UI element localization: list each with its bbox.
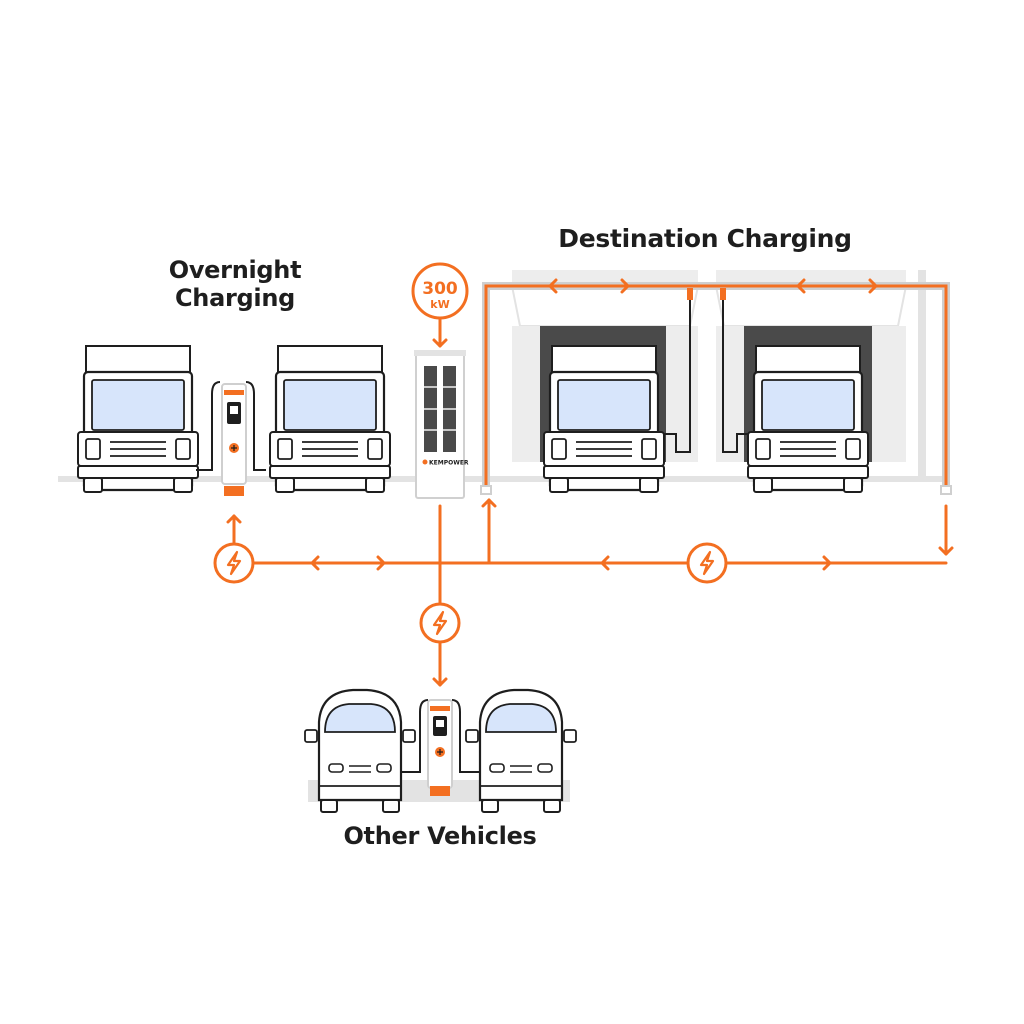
truck-icon bbox=[76, 344, 200, 494]
overhead-frame bbox=[480, 282, 952, 495]
lightning-icon bbox=[213, 542, 255, 584]
overnight-line-2: Charging bbox=[174, 284, 295, 313]
brand-label: KEMPOWER bbox=[429, 460, 469, 467]
lightning-icon bbox=[686, 542, 728, 584]
overnight-line-1: Overnight bbox=[168, 256, 302, 284]
charger-icon bbox=[196, 381, 266, 496]
other-vehicles-label: Other Vehicles bbox=[343, 822, 537, 850]
van-icon bbox=[464, 688, 578, 814]
power-badge: 300 kW bbox=[411, 262, 469, 320]
lightning-icon bbox=[419, 602, 461, 644]
van-icon bbox=[303, 688, 417, 814]
destination-cables bbox=[662, 288, 750, 453]
truck-icon bbox=[746, 344, 870, 494]
overnight-charging-label: Overnight Charging bbox=[140, 256, 330, 313]
charger-icon bbox=[402, 699, 480, 796]
power-unit: kW bbox=[430, 298, 449, 311]
truck-icon bbox=[268, 344, 392, 494]
power-cabinet-icon: KEMPOWER bbox=[414, 350, 469, 499]
power-value: 300 bbox=[422, 279, 458, 299]
ground-line bbox=[58, 476, 950, 482]
truck-icon bbox=[542, 344, 666, 494]
power-lines bbox=[226, 316, 954, 687]
overhead-arrows bbox=[548, 278, 878, 294]
destination-charging-label: Destination Charging bbox=[558, 224, 852, 253]
